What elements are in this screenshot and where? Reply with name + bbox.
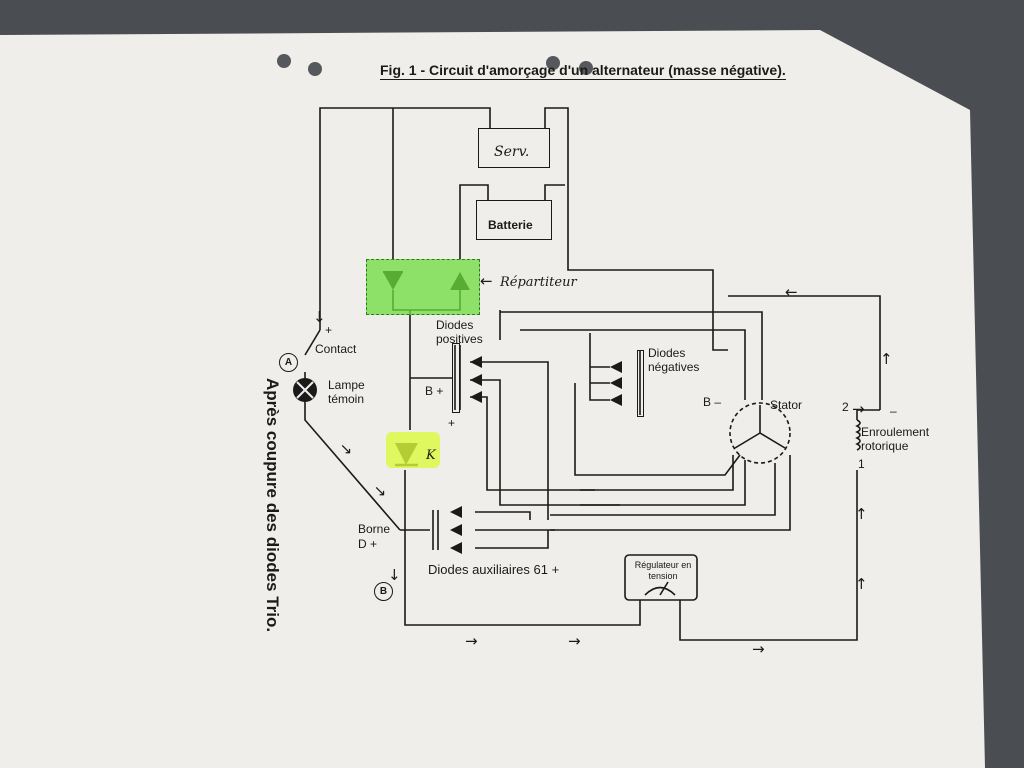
figure-title: Fig. 1 - Circuit d'amorçage d'un alterna…	[380, 62, 786, 80]
terminal-1-label: 1	[858, 457, 865, 471]
plus-sign-contact: +	[325, 323, 333, 337]
flow-arrow-1: ←	[785, 283, 798, 301]
diodes-auxiliaires-label: Diodes auxiliaires 61 +	[428, 562, 560, 577]
marker-a: A	[279, 353, 298, 372]
flow-arrow-6: →	[465, 632, 478, 650]
serv-box	[478, 128, 550, 168]
stator-label: Stator	[770, 398, 803, 412]
enroulement-rotorique-label: Enroulement rotorique	[861, 425, 930, 453]
regulateur-label: Régulateur en tension	[634, 560, 692, 581]
flow-arrow-11: ↓	[313, 308, 326, 326]
serv-label: Serv.	[494, 144, 530, 160]
terminal-2-label: 2	[842, 400, 849, 414]
repartiteur-arrow: ←	[480, 272, 493, 290]
repartiteur-highlight	[366, 259, 480, 315]
k-label: K	[426, 448, 436, 463]
positive-diode-bar	[452, 343, 460, 413]
contact-label: Contact	[315, 342, 357, 356]
repartiteur-label: Répartiteur	[500, 275, 577, 290]
flow-arrow-2: ↑	[880, 350, 893, 368]
diodes-positives-label: Diodes positives	[436, 318, 483, 346]
batterie-label: Batterie	[488, 218, 533, 232]
flow-arrow-7: →	[568, 632, 581, 650]
minus-sign-rotor: –	[890, 404, 897, 418]
flow-arrow-3: →	[852, 400, 865, 418]
k-diode-highlight	[386, 432, 440, 468]
b-minus-label: B –	[703, 395, 722, 409]
batterie-box	[476, 200, 552, 240]
diodes-negatives-label: Diodes négatives	[648, 346, 700, 374]
negative-diode-bar	[637, 350, 644, 417]
flow-arrow-5: ↑	[855, 575, 868, 593]
flow-arrow-12: ↓	[388, 566, 401, 584]
wiring	[304, 107, 881, 641]
lamp-symbol	[293, 378, 317, 402]
lampe-temoin-label: Lampe témoin	[328, 378, 365, 406]
marker-b: B	[374, 582, 393, 601]
flow-arrow-8: →	[752, 640, 765, 658]
flow-arrow-4: ↑	[855, 505, 868, 523]
apres-coupure-note: Après coupure des diodes Trio.	[263, 378, 282, 633]
borne-d-plus-label: Borne D +	[358, 522, 391, 551]
plus-sign-positive: +	[448, 416, 456, 430]
b-plus-label: B +	[425, 384, 444, 398]
